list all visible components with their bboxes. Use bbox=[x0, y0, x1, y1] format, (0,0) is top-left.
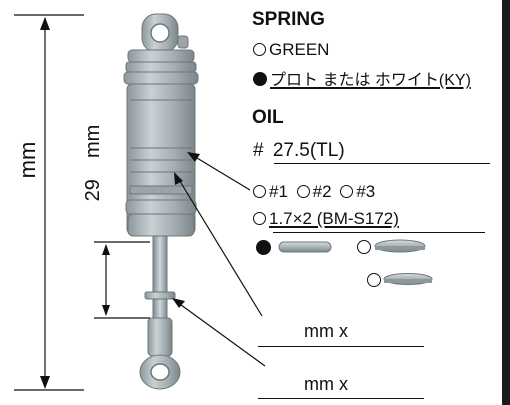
radio-empty-icon bbox=[296, 185, 310, 198]
radio-empty-icon bbox=[253, 185, 266, 198]
disc-option-selected-radio[interactable] bbox=[256, 240, 271, 255]
piston-options-row: #1 #2 #3 bbox=[253, 183, 375, 200]
piston-disc-option-b bbox=[383, 273, 433, 285]
disc-option-b-radio[interactable] bbox=[367, 273, 381, 287]
stroke-length-label: 29 mm bbox=[78, 103, 108, 223]
total-length-unit: mm bbox=[15, 141, 40, 179]
spring-option-green[interactable]: GREEN bbox=[253, 41, 329, 58]
spacer-bottom-underline bbox=[258, 398, 424, 399]
total-length-label: mm bbox=[8, 140, 48, 180]
piston-option-3-label: #3 bbox=[356, 182, 376, 201]
piston-custom-underline bbox=[273, 232, 485, 233]
radio-empty-icon bbox=[253, 43, 266, 56]
radio-empty-icon bbox=[340, 185, 354, 198]
spring-heading: SPRING bbox=[252, 9, 325, 30]
piston-option-2-label: #2 bbox=[312, 182, 332, 201]
piston-option-1-label: #1 bbox=[269, 182, 288, 201]
radio-empty-icon bbox=[253, 212, 266, 225]
right-edge-bar bbox=[502, 0, 510, 405]
shock-shaft bbox=[144, 235, 176, 357]
stroke-dimension bbox=[94, 241, 150, 319]
leader-lines bbox=[172, 152, 266, 367]
bottom-eyelet bbox=[139, 354, 181, 390]
piston-option-3[interactable]: #3 bbox=[340, 182, 375, 201]
piston-option-1[interactable]: #1 bbox=[253, 182, 288, 201]
upper-collars bbox=[123, 49, 199, 85]
piston-disc-option-a bbox=[374, 239, 426, 253]
spring-option-selected[interactable]: プロト または ホワイト(KY) bbox=[253, 72, 471, 89]
disc-option-a-radio[interactable] bbox=[357, 240, 371, 254]
spacer-bottom-unit: mm x bbox=[304, 374, 348, 394]
radio-filled-icon bbox=[253, 72, 267, 86]
spacer-lower-unit: mm x bbox=[304, 321, 348, 341]
spring-option-selected-label: プロト または ホワイト(KY) bbox=[270, 72, 471, 89]
spacer-lower-underline bbox=[258, 346, 424, 347]
oil-prefix: # bbox=[253, 140, 264, 161]
total-length-dimension bbox=[14, 14, 84, 391]
stroke-length-value: 29 bbox=[82, 179, 104, 202]
oil-value: 27.5(TL) bbox=[272, 140, 345, 161]
shock-body bbox=[125, 83, 197, 237]
oil-heading: OIL bbox=[252, 107, 284, 128]
stroke-length-unit: mm bbox=[82, 124, 104, 158]
piston-option-custom[interactable]: 1.7×2 (BM-S172) bbox=[253, 210, 399, 227]
oil-underline bbox=[274, 163, 490, 164]
spring-option-green-label: GREEN bbox=[269, 40, 330, 59]
piston-option-custom-label: 1.7×2 (BM-S172) bbox=[269, 209, 399, 228]
piston-option-2[interactable]: #2 bbox=[296, 182, 332, 201]
oil-value-row: # 27.5(TL) bbox=[253, 141, 345, 160]
top-eyelet bbox=[141, 13, 189, 53]
piston-disc-selected bbox=[278, 241, 332, 253]
